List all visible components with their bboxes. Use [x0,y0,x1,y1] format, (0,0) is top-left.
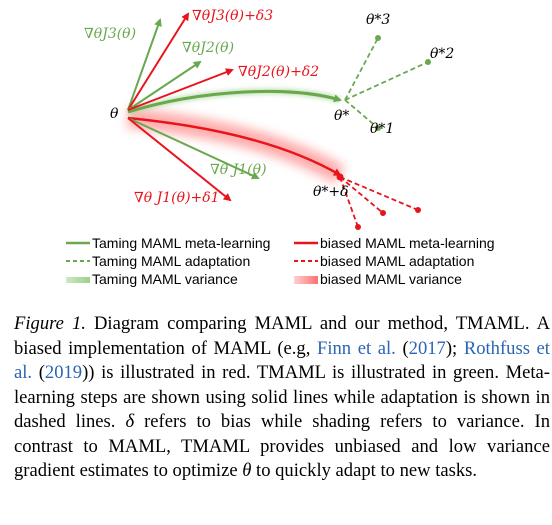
citation-year-link[interactable]: 2019 [44,362,83,383]
legend-label: biased MAML adaptation [320,253,474,269]
grad-j2-label: ∇θJ2(θ) [182,40,234,56]
caption-text: )) is illustrated in red. TMAML is illus… [14,362,550,432]
legend-label: Taming MAML adaptation [92,253,250,269]
theta1-label: θ*1 [370,121,394,137]
caption-text: ); [445,337,464,359]
theta-star-delta-label: θ*+δ [313,184,349,200]
legend-swatch-red-shade [294,276,318,284]
citation-link[interactable]: Finn et al. [317,337,396,359]
maml-diagram: θ ∇θJ3(θ) ∇θJ3(θ)+δ3 ∇θJ2(θ) ∇θJ2(θ)+δ2 … [66,8,495,287]
legend-label: Taming MAML variance [92,271,238,287]
theta-star-label: θ* [334,108,349,124]
caption-text: ( [32,362,45,383]
grad-j3-bias-arrow [127,12,190,111]
grad-j1-bias-arrow [127,117,232,202]
legend-label: Taming MAML meta-learning [92,235,270,251]
grad-j3-arrow [127,18,162,111]
grad-j3-label: ∇θJ3(θ) [84,26,136,42]
legend: Taming MAML meta-learning biased MAML me… [66,235,495,287]
grad-j2-bias-label: ∇θJ2(θ)+δ2 [238,64,319,80]
legend-label: biased MAML meta-learning [320,235,495,251]
green-adaptation-lines [344,37,429,129]
caption-text: refers to bias while shading refers to v… [14,411,550,481]
caption-text: to quickly adapt to new tasks. [251,460,478,481]
theta-label: θ [110,106,119,122]
theta3-label: θ*3 [366,12,390,28]
green-adaptation-points [375,35,431,131]
citation-year-link[interactable]: 2017 [408,337,446,359]
grad-j2-bias-arrow [127,68,234,111]
delta-symbol: δ [125,411,135,432]
grad-j1-label: ∇θ J1(θ) [210,162,267,178]
figure-label: Figure 1. [14,313,86,334]
red-adaptation-lines [339,176,419,228]
caption-text: ( [395,337,409,359]
caption-text: Diagram comparing MAML and our method, T… [14,313,551,359]
grad-j1-bias-label: ∇θ J1(θ)+δ1 [134,190,220,206]
red-adaptation-points [336,173,421,230]
legend-label: biased MAML variance [320,271,462,287]
red-meta-path [127,116,342,177]
theta2-label: θ*2 [430,46,454,62]
figure-caption: Figure 1. Diagram comparing MAML and our… [14,312,550,484]
citation-link[interactable]: Rothfuss et al. [14,337,550,384]
grad-j3-bias-label: ∇θJ3(θ)+δ3 [192,8,273,24]
theta-symbol: θ [242,460,252,481]
grad-j2-arrow [127,60,202,111]
grad-j1-arrow [127,117,260,180]
legend-swatch-green-shade [66,277,90,283]
green-meta-path [127,89,342,114]
